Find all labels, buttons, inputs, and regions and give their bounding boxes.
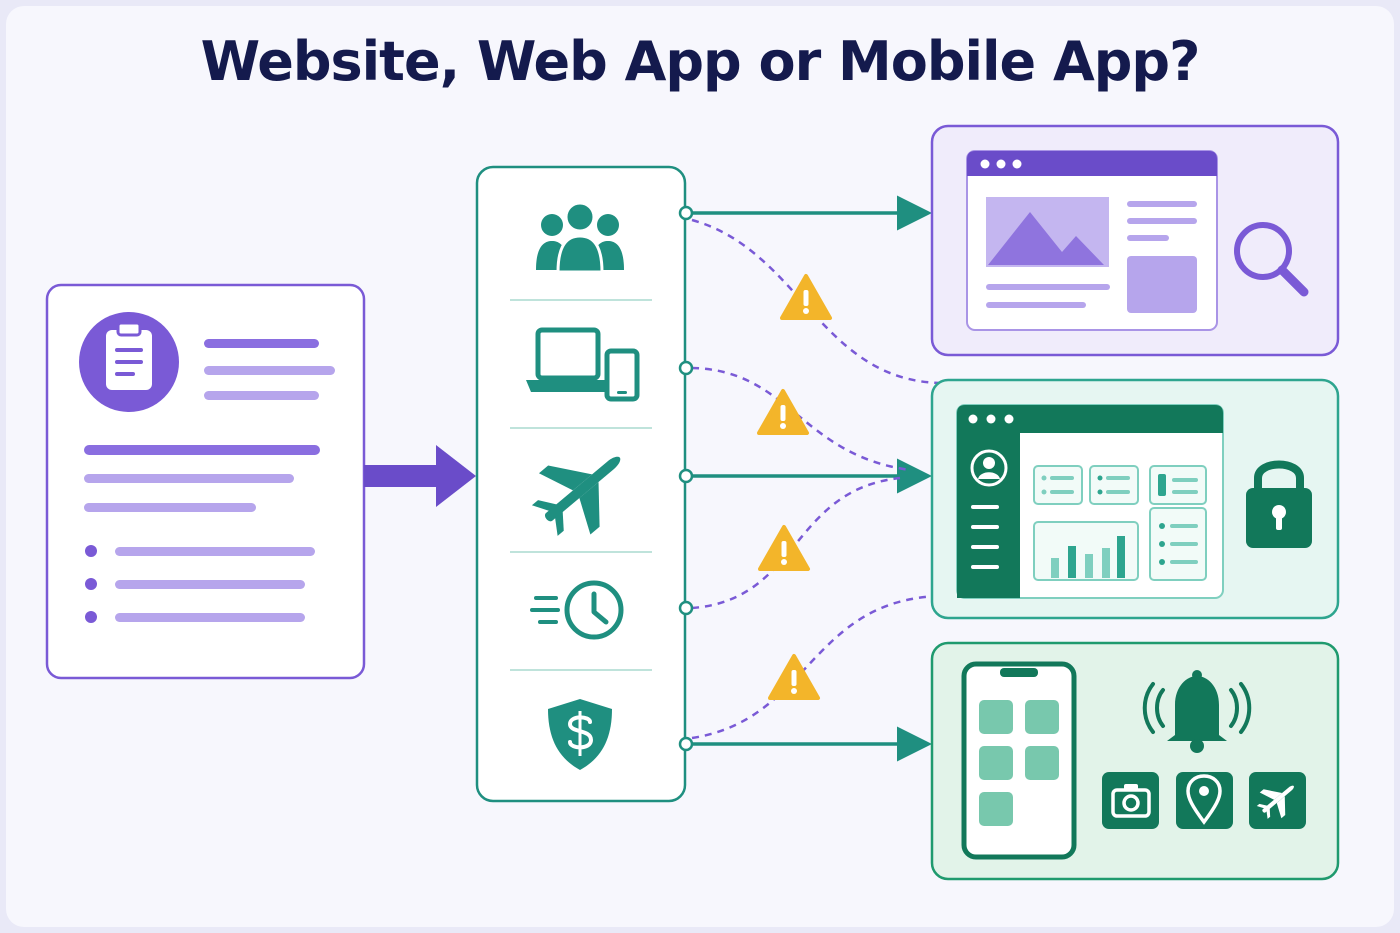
airplane-icon xyxy=(531,456,621,536)
bar-chart-icon xyxy=(1051,536,1125,578)
page-title: Website, Web App or Mobile App? xyxy=(200,30,1201,93)
users-group-icon xyxy=(536,201,624,274)
bell-icon xyxy=(1142,670,1252,753)
magnifier-icon xyxy=(1234,222,1309,297)
web-app-card xyxy=(930,378,1340,620)
browser-window-icon xyxy=(966,150,1218,331)
devices-icon xyxy=(526,327,640,402)
smartphone-icon xyxy=(961,661,1077,860)
warning-icon xyxy=(757,389,809,435)
dashboard-widgets xyxy=(1033,465,1207,581)
document-bullet-list xyxy=(85,545,315,623)
shield-dollar-icon xyxy=(548,699,612,770)
camera-icon xyxy=(1102,772,1159,829)
user-avatar-icon xyxy=(970,449,1008,487)
warning-icon xyxy=(780,274,832,320)
clipboard-icon xyxy=(79,312,179,412)
warning-icon xyxy=(758,525,810,571)
fast-clock-icon xyxy=(530,580,624,640)
padlock-icon xyxy=(1246,460,1312,548)
requirements-column xyxy=(475,165,687,803)
document-text-lines xyxy=(84,339,335,512)
airplane-icon xyxy=(1249,772,1306,829)
website-card xyxy=(930,124,1340,357)
connector-lines xyxy=(678,195,941,762)
warning-icon xyxy=(768,654,820,700)
arrow-right-icon xyxy=(364,445,476,507)
mobile-app-card xyxy=(930,641,1340,881)
dashboard-window-icon xyxy=(956,404,1224,599)
location-pin-icon xyxy=(1176,772,1233,829)
image-placeholder-icon xyxy=(986,197,1109,267)
requirements-document-card xyxy=(45,283,366,680)
